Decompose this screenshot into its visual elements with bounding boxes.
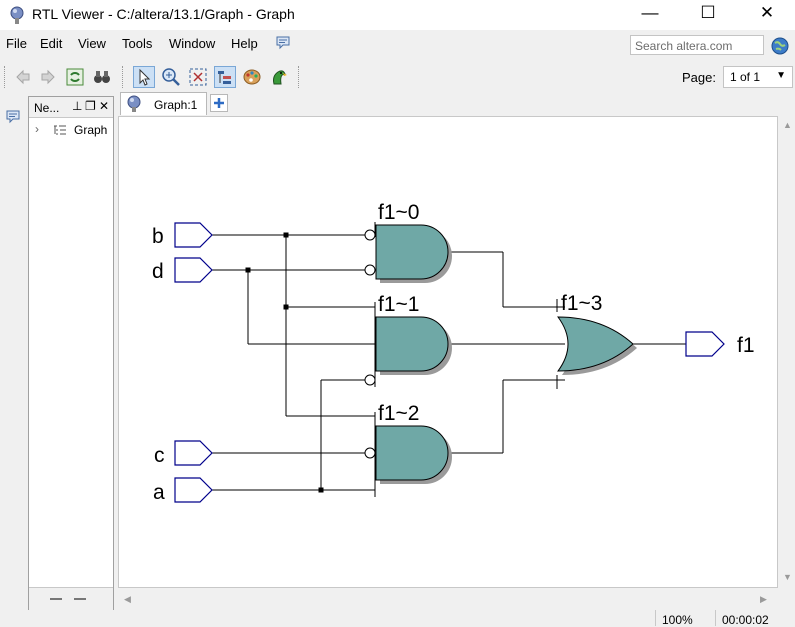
toolbar-separator [298,66,301,88]
gate-f1-0[interactable] [375,224,452,283]
pin-icon[interactable]: ⊥ [72,99,83,113]
input-label-a: a [153,481,165,504]
zoom-icon[interactable] [160,66,182,88]
gate-f1-3[interactable] [557,316,637,375]
chevron-right-icon[interactable]: › [35,122,39,136]
hierarchy-tree-icon [54,125,66,135]
globe-search-icon[interactable] [771,37,789,55]
tab-label: Graph:1 [154,98,198,112]
page-select[interactable]: 1 of 1 ▼ [723,66,793,88]
page-label: Page: [682,70,716,85]
zoom-status: 100% [655,610,715,627]
binoculars-icon[interactable] [91,66,113,88]
menu-edit[interactable]: Edit [40,36,63,51]
status-bar: 100% 00:00:02 [0,610,795,627]
left-side-strip [0,96,26,611]
hierarchy-icon[interactable] [214,66,236,88]
maximize-button[interactable]: ☐ [700,3,716,22]
feedback-speech-bubble-icon[interactable] [275,35,291,51]
input-port-a[interactable] [174,477,213,503]
refresh-icon[interactable] [64,66,86,88]
toolbar [0,62,795,92]
menu-help[interactable]: Help [231,36,258,51]
back-arrow-icon[interactable] [12,66,34,88]
menu-view[interactable]: View [78,36,106,51]
toolbar-grip [4,66,7,88]
panel-close-icon[interactable]: ✕ [99,99,110,113]
scroll-right-arrow-icon[interactable]: ▶ [760,594,767,604]
horizontal-scrollbar[interactable]: ◀ ▶ [118,590,778,608]
rtl-viewer-tab-icon [127,95,141,112]
panel-header: Ne... ⊥ ❐ ✕ [29,97,113,118]
tree-item-graph[interactable]: › Graph [35,122,113,138]
gate-label-f1-0: f1~0 [378,201,419,224]
gate-label-f1-3: f1~3 [561,292,602,315]
input-port-c[interactable] [174,440,213,466]
messages-speech-bubble-icon[interactable] [5,109,21,125]
minimize-button[interactable]: — [641,3,659,22]
output-port-f1[interactable] [685,331,725,357]
add-tab-button[interactable] [210,94,228,112]
vertical-scrollbar[interactable]: ▲ ▼ [779,116,795,588]
page-select-value: 1 of 1 [730,70,761,84]
window-title: RTL Viewer - C:/altera/13.1/Graph - Grap… [32,6,295,22]
gate-label-f1-2: f1~2 [378,402,419,425]
search-input[interactable]: Search altera.com [630,35,764,55]
rtl-viewer-app-icon [10,6,24,24]
gate-f1-2[interactable] [375,425,452,484]
output-label-f1: f1 [737,334,755,357]
chevron-down-icon: ▼ [776,70,786,81]
input-port-b[interactable] [174,222,213,248]
gate-f1-1[interactable] [375,316,452,375]
scroll-down-arrow-icon[interactable]: ▼ [783,572,792,582]
input-label-b: b [152,225,164,248]
schematic-canvas[interactable]: b d c a f1 f1~0 f1~1 f1~2 f1~3 [118,116,778,588]
close-button[interactable]: ✕ [759,3,775,22]
collapse-icon[interactable] [74,598,86,600]
plus-icon [214,98,224,108]
elapsed-time-status: 00:00:02 [715,610,795,627]
title-bar: RTL Viewer - C:/altera/13.1/Graph - Grap… [0,0,795,30]
panel-title: Ne... [34,101,60,115]
tree-item-label: Graph [74,123,108,137]
scroll-up-arrow-icon[interactable]: ▲ [783,120,792,130]
forward-arrow-icon[interactable] [37,66,59,88]
float-window-icon[interactable]: ❐ [85,99,96,113]
rtl-schematic: b d c a f1 f1~0 f1~1 f1~2 f1~3 [152,201,755,504]
input-label-d: d [152,260,164,283]
collapse-icon[interactable] [50,598,62,600]
tab-bar: Graph:1 [118,92,795,116]
palette-icon[interactable] [241,66,263,88]
netlist-navigator-panel: Ne... ⊥ ❐ ✕ › Graph [28,96,114,610]
tab-graph-1[interactable]: Graph:1 [120,92,207,115]
select-pointer-icon[interactable] [133,66,155,88]
fit-window-icon[interactable] [187,66,209,88]
scroll-left-arrow-icon[interactable]: ◀ [124,594,131,604]
parrot-icon[interactable] [268,66,290,88]
toolbar-separator [122,66,125,88]
menu-file[interactable]: File [6,36,27,51]
panel-bottom-bar [29,587,113,610]
menu-tools[interactable]: Tools [122,36,153,51]
input-port-d[interactable] [174,257,213,283]
menu-window[interactable]: Window [169,36,216,51]
input-label-c: c [154,444,165,467]
gate-label-f1-1: f1~1 [378,293,419,316]
